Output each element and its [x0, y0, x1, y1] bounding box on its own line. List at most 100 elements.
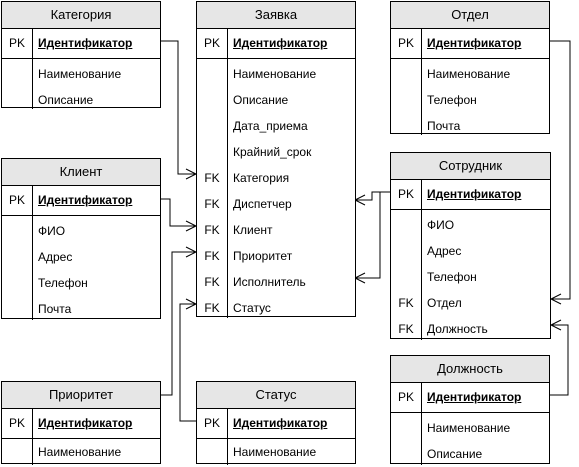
link-department-employee — [550, 40, 571, 300]
field-row: Телефон — [391, 87, 549, 113]
pk-row: PK Идентификатор — [197, 409, 355, 439]
link-priority-request — [160, 251, 196, 396]
key-divider — [421, 210, 422, 340]
field-row: Крайний_срок — [197, 139, 355, 165]
key-divider — [421, 59, 422, 135]
field-name: Наименование — [427, 421, 511, 435]
crowfoot-category — [185, 168, 198, 180]
field-name: Клиент — [233, 223, 273, 237]
field-name: Наименование — [38, 445, 122, 459]
field-name: Отдел — [427, 296, 462, 310]
field-list: Наименование Описание Дата_приема Крайни… — [197, 59, 355, 318]
key-divider — [421, 413, 422, 465]
field-key: FK — [204, 249, 220, 263]
entity-status[interactable]: Статус PK Идентификатор Наименование — [196, 381, 356, 465]
field-row: Телефон — [2, 270, 160, 296]
field-row: FK Приоритет — [197, 243, 355, 269]
entity-department[interactable]: Отдел PK Идентификатор Наименование Теле… — [390, 1, 550, 135]
pk-label: PK — [203, 416, 220, 430]
key-divider — [421, 180, 422, 209]
key-divider — [227, 29, 228, 58]
field-row: Наименование — [197, 61, 355, 87]
field-name: Описание — [233, 93, 289, 107]
link-employee-executor — [355, 191, 390, 279]
entity-title: Отдел — [391, 2, 549, 29]
link-status-request — [179, 303, 196, 422]
pk-row: PK Идентификатор — [2, 29, 160, 59]
pk-field: Идентификатор — [38, 193, 133, 207]
field-row: Телефон — [391, 264, 550, 290]
pk-field: Идентификатор — [233, 416, 328, 430]
entity-category[interactable]: Категория PK Идентификатор Наименование … — [1, 1, 161, 109]
field-row: Почта — [2, 296, 160, 322]
field-row: FK Исполнитель — [197, 269, 355, 295]
field-row: FK Должность — [391, 316, 550, 342]
key-divider — [32, 29, 33, 58]
field-name: Дата_приема — [233, 119, 308, 133]
field-name: ФИО — [38, 224, 66, 238]
field-list: ФИО Адрес Телефон Почта — [2, 216, 160, 320]
field-row: Наименование — [2, 61, 160, 87]
entity-position[interactable]: Должность PK Идентификатор Наименование … — [390, 355, 550, 467]
field-row: Описание — [197, 87, 355, 113]
field-row: FK Клиент — [197, 217, 355, 243]
field-row: Наименование — [391, 61, 549, 87]
key-divider — [32, 439, 33, 465]
crowfoot-client — [185, 220, 198, 232]
field-name: Наименование — [38, 67, 122, 81]
entity-employee[interactable]: Сотрудник PK Идентификатор ФИО Адрес Тел… — [390, 152, 551, 342]
field-name: Адрес — [38, 250, 73, 264]
field-name: Телефон — [427, 93, 477, 107]
pk-row: PK Идентификатор — [2, 409, 160, 439]
field-key: FK — [204, 275, 220, 289]
field-name: Адрес — [427, 244, 462, 258]
pk-label: PK — [397, 390, 414, 404]
key-divider — [421, 383, 422, 412]
pk-label: PK — [8, 416, 25, 430]
field-name: Описание — [38, 93, 94, 107]
key-divider — [227, 439, 228, 465]
field-name: Описание — [427, 447, 483, 461]
field-row: ФИО — [2, 218, 160, 244]
entity-client[interactable]: Клиент PK Идентификатор ФИО Адрес Телефо… — [1, 158, 161, 320]
field-row: FK Категория — [197, 165, 355, 191]
pk-row: PK Идентификатор — [391, 29, 549, 59]
field-row: Описание — [391, 441, 549, 467]
pk-label: PK — [397, 187, 414, 201]
pk-label: PK — [203, 36, 220, 50]
field-row: Адрес — [2, 244, 160, 270]
field-name: Телефон — [427, 270, 477, 284]
crowfoot-priority — [185, 246, 198, 258]
entity-priority[interactable]: Приоритет PK Идентификатор Наименование — [1, 381, 161, 465]
field-row: Почта — [391, 113, 549, 139]
pk-row: PK Идентификатор — [197, 29, 355, 59]
link-client-request — [160, 198, 196, 227]
field-name: Почта — [38, 302, 72, 316]
link-position-employee — [550, 324, 569, 396]
field-name: Телефон — [38, 276, 88, 290]
field-name: Категория — [233, 171, 290, 185]
field-key: FK — [204, 197, 220, 211]
field-list: Наименование — [197, 439, 355, 465]
crowfoot-status — [185, 298, 198, 310]
key-divider — [227, 409, 228, 438]
pk-row: PK Идентификатор — [2, 186, 160, 216]
pk-field: Идентификатор — [427, 390, 522, 404]
key-divider — [421, 29, 422, 58]
entity-title: Клиент — [2, 159, 160, 186]
field-name: Наименование — [233, 445, 317, 459]
field-row: Адрес — [391, 238, 550, 264]
field-name: Крайний_срок — [233, 145, 312, 159]
field-row: Описание — [2, 87, 160, 113]
pk-field: Идентификатор — [233, 36, 328, 50]
field-name: ФИО — [427, 218, 455, 232]
entity-title: Статус — [197, 382, 355, 409]
field-name: Диспетчер — [233, 197, 292, 211]
field-name: Должность — [427, 322, 488, 336]
entity-request[interactable]: Заявка PK Идентификатор Наименование Опи… — [196, 1, 356, 318]
field-key: FK — [204, 171, 220, 185]
crowfoot-department — [549, 293, 562, 305]
entity-title: Заявка — [197, 2, 355, 29]
key-divider — [32, 409, 33, 438]
crowfoot-position — [549, 319, 562, 331]
